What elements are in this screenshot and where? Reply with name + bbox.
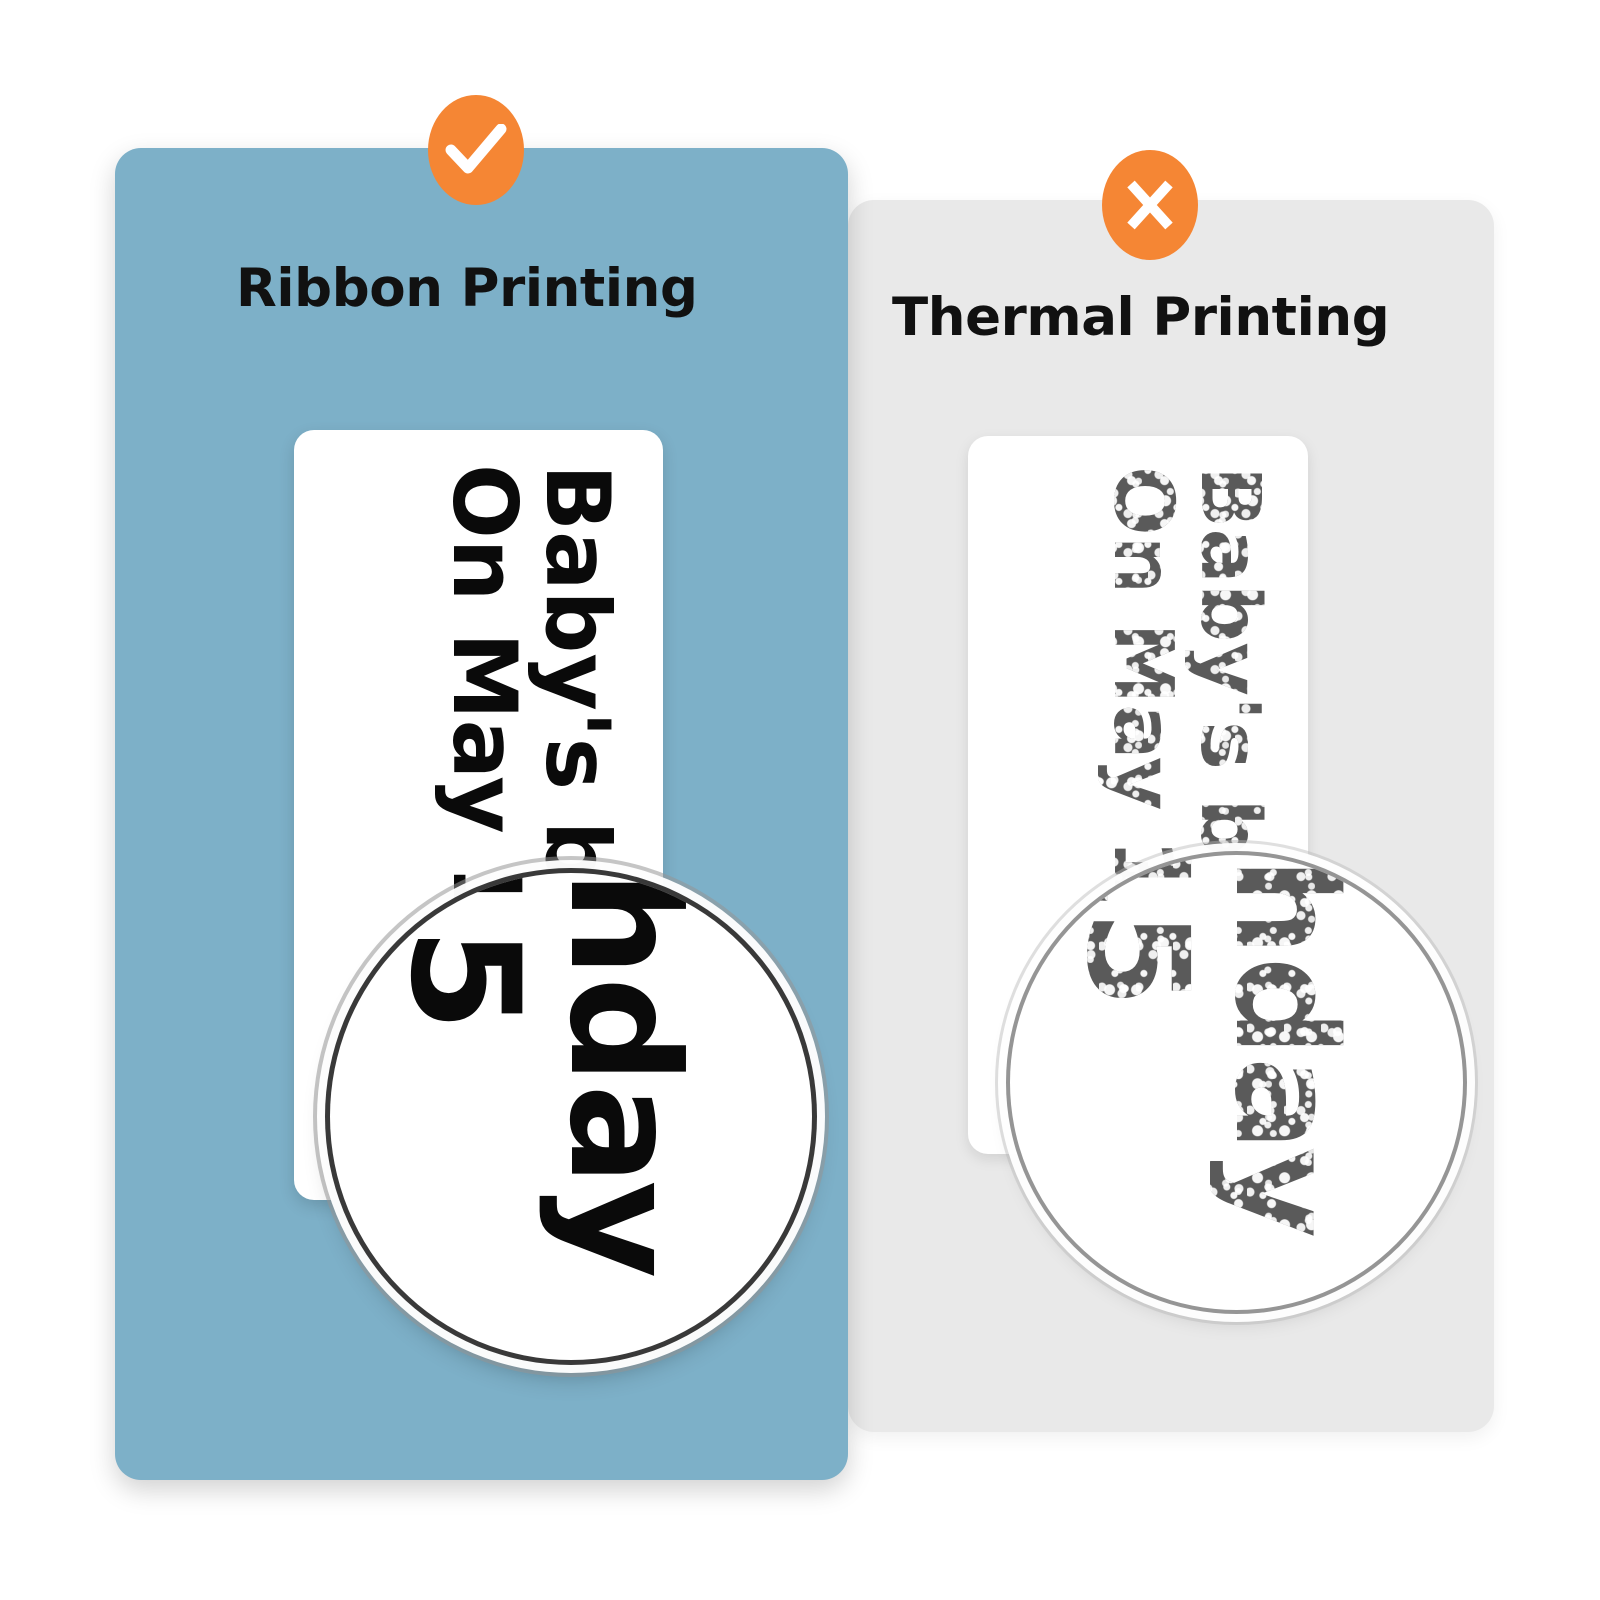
ribbon-magnified-line-2: y 15 [377, 873, 551, 1279]
close-icon [1122, 177, 1178, 233]
ribbon-magnified-line-1: irthday [536, 873, 710, 1279]
cross-badge [1102, 150, 1198, 260]
thermal-magnifier-lens: irthday y 15 [1010, 855, 1463, 1310]
ribbon-magnified-content: irthday y 15 [330, 873, 812, 1360]
thermal-printing-title: Thermal Printing [892, 287, 1390, 348]
check-badge [428, 95, 524, 205]
thermal-magnified-content: irthday y 15 [1010, 855, 1463, 1310]
thermal-magnified-line-2: y 15 [1061, 855, 1210, 1239]
thermal-magnified-line-1: irthday [1209, 855, 1358, 1239]
check-icon [445, 124, 507, 176]
ribbon-magnified-text: irthday y 15 [377, 873, 710, 1279]
ribbon-printing-title: Ribbon Printing [236, 258, 698, 319]
ribbon-magnifier-lens: irthday y 15 [330, 873, 812, 1360]
thermal-magnified-text: irthday y 15 [1061, 855, 1358, 1239]
